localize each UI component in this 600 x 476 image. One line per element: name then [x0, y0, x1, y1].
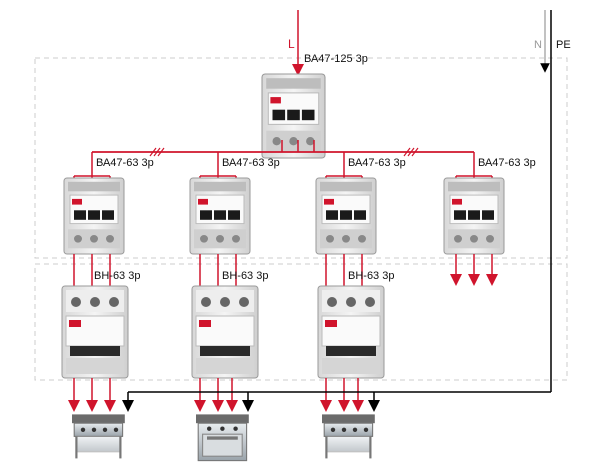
switch-1-label: ВН-63 3р [94, 270, 140, 282]
branch-breaker-4-label: ВА47-63 3р [478, 157, 536, 169]
load-switch-2 [191, 285, 259, 379]
switch-frame [34, 263, 568, 381]
breaker-frame [34, 57, 568, 259]
branch-breaker-2 [189, 175, 251, 255]
electric-stove-icon [70, 413, 126, 460]
load-switch-1 [61, 285, 129, 379]
branch-breaker-1 [63, 175, 125, 255]
branch-breaker-1-label: ВА47-63 3р [96, 157, 154, 169]
electric-stove-icon-2 [320, 413, 376, 460]
switch-2-label: ВН-63 3р [222, 270, 268, 282]
branch-breaker-4 [443, 175, 505, 255]
pe-label: PE [556, 39, 571, 51]
main-breaker-label: ВА47-125 3р [304, 53, 368, 65]
neutral-label: N [534, 39, 542, 51]
branch-breaker-2-label: ВА47-63 3р [222, 157, 280, 169]
electric-oven-icon [195, 413, 250, 462]
load-switch-3 [317, 285, 385, 379]
phase-label: L [288, 37, 295, 51]
switch-3-label: ВН-63 3р [348, 270, 394, 282]
main-breaker [261, 73, 326, 159]
branch-breaker-3-label: ВА47-63 3р [348, 157, 406, 169]
branch-breaker-3 [315, 175, 377, 255]
